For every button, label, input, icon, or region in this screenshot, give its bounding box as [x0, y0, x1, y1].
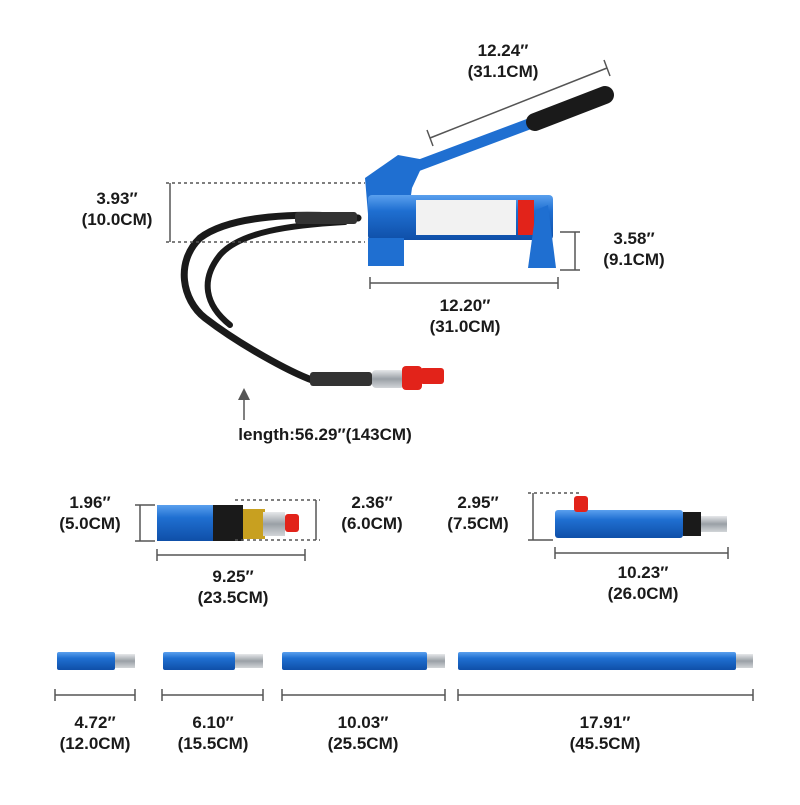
cylinder-port: [574, 496, 588, 512]
hose: [180, 211, 382, 384]
ram-head-block: [157, 505, 215, 541]
pump-base-left: [368, 238, 404, 266]
hydraulic-pump: [180, 86, 614, 390]
cyl-length-label: 10.23″ (26.0CM): [588, 562, 698, 604]
ram-head-collar: [243, 509, 265, 539]
ram-tip-cm: (6.0CM): [341, 514, 403, 533]
extension-tube-3: [282, 652, 427, 670]
extension-1-in: 4.72″: [74, 713, 116, 732]
extension-tube-4: [458, 652, 736, 670]
extension-2-in: 6.10″: [192, 713, 234, 732]
pump-height-label: 3.93″ (10.0CM): [62, 188, 172, 230]
hose-spring-top: [295, 212, 357, 224]
handle-length-label: 12.24″ (31.1CM): [448, 40, 558, 82]
base-length-in: 12.20″: [439, 296, 491, 315]
extension-tube-2-end: [235, 654, 263, 668]
ram-tip-in: 2.36″: [351, 493, 393, 512]
extension-tube-2: [163, 652, 235, 670]
ram-head-dimension-lines: [135, 499, 320, 561]
ram-height-label: 1.96″ (5.0CM): [40, 492, 140, 534]
hose-length-text: length:56.29″(143CM): [238, 425, 412, 444]
extension-4-label: 17.91″ (45.5CM): [550, 712, 660, 754]
pump-dimension-lines: [166, 59, 611, 420]
cyl-height-cm: (7.5CM): [447, 514, 509, 533]
handle-length-in: 12.24″: [477, 41, 529, 60]
base-height-in: 3.58″: [613, 229, 655, 248]
cylinder-collar: [683, 512, 701, 536]
extension-3-label: 10.03″ (25.5CM): [308, 712, 418, 754]
ram-height-cm: (5.0CM): [59, 514, 121, 533]
ram-height-in: 1.96″: [69, 493, 111, 512]
extension-3-cm: (25.5CM): [327, 734, 399, 753]
coupler-cap-end: [420, 368, 444, 384]
extension-2-cm: (15.5CM): [177, 734, 249, 753]
cylinder-dimension-lines: [528, 492, 729, 559]
extension-tube-1: [57, 652, 115, 670]
ram-head: [157, 505, 299, 541]
pump-base-right: [528, 205, 556, 268]
ram-length-in: 9.25″: [212, 567, 254, 586]
base-height-label: 3.58″ (9.1CM): [584, 228, 684, 270]
pump-red-badge: [518, 200, 534, 235]
cylinder-body: [555, 510, 683, 538]
extension-3-in: 10.03″: [337, 713, 389, 732]
ram-tip-label: 2.36″ (6.0CM): [322, 492, 422, 534]
hose-loop: [204, 219, 348, 328]
extension-tubes: [57, 652, 753, 670]
handle-length-cm: (31.1CM): [467, 62, 539, 81]
ram-head-jaw: [213, 505, 243, 541]
cyl-length-in: 10.23″: [617, 563, 669, 582]
handle-dim-tick-a: [426, 129, 434, 147]
pump-handle-grip: [526, 86, 614, 131]
cylinder-plunger: [701, 516, 727, 532]
extension-4-in: 17.91″: [579, 713, 631, 732]
pump-label-sticker: [416, 200, 516, 235]
base-length-cm: (31.0CM): [429, 317, 501, 336]
pump-height-cm: (10.0CM): [81, 210, 153, 229]
hose-length-label: length:56.29″(143CM): [205, 424, 445, 445]
hydraulic-cylinder: [555, 496, 727, 538]
ram-length-cm: (23.5CM): [197, 588, 269, 607]
cyl-length-cm: (26.0CM): [607, 584, 679, 603]
handle-dim-line: [429, 67, 608, 139]
hose-pointer-arrow: [238, 388, 250, 400]
extension-tube-1-end: [115, 654, 135, 668]
ram-length-label: 9.25″ (23.5CM): [178, 566, 288, 608]
extension-1-label: 4.72″ (12.0CM): [40, 712, 150, 754]
extension-4-cm: (45.5CM): [569, 734, 641, 753]
base-length-label: 12.20″ (31.0CM): [410, 295, 520, 337]
handle-dim-tick-b: [603, 59, 611, 77]
hose-spring-bottom: [310, 372, 372, 386]
ram-head-body: [263, 512, 285, 536]
base-height-cm: (9.1CM): [603, 250, 665, 269]
cyl-height-in: 2.95″: [457, 493, 499, 512]
extension-2-label: 6.10″ (15.5CM): [158, 712, 268, 754]
extension-tube-4-end: [736, 654, 753, 668]
pump-height-in: 3.93″: [96, 189, 138, 208]
hose-coupler: [372, 370, 404, 388]
coupler-cap: [402, 366, 422, 390]
ram-head-cap: [285, 514, 299, 532]
extension-1-cm: (12.0CM): [59, 734, 131, 753]
extension-dimension-lines: [54, 689, 754, 701]
extension-tube-3-end: [427, 654, 445, 668]
cyl-height-label: 2.95″ (7.5CM): [428, 492, 528, 534]
